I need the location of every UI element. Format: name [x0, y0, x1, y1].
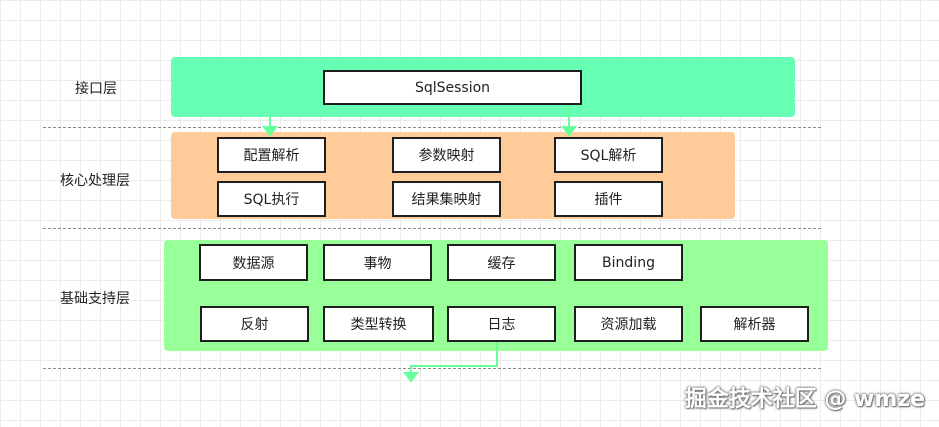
foundation-box-binding: Binding: [574, 244, 683, 281]
core-box-sql-parse: SQL解析: [554, 137, 663, 173]
core-box-sql-exec: SQL执行: [217, 181, 326, 217]
separator-line-2: [43, 228, 821, 229]
sqlsession-box: SqlSession: [323, 70, 582, 105]
watermark: 掘金技术社区 @ wmze: [684, 387, 925, 412]
core-box-param-mapping: 参数映射: [392, 137, 501, 173]
foundation-box-transaction: 事物: [323, 244, 432, 281]
foundation-layer-label: 基础支持层: [60, 291, 130, 307]
core-box-config-parse: 配置解析: [217, 137, 326, 173]
foundation-box-datasource: 数据源: [199, 244, 308, 281]
core-box-resultset-mapping: 结果集映射: [392, 181, 501, 217]
foundation-box-logging: 日志: [447, 306, 556, 342]
foundation-box-reflection: 反射: [200, 306, 309, 342]
foundation-box-type-conversion: 类型转换: [323, 306, 434, 342]
core-box-plugin: 插件: [554, 181, 663, 217]
core-layer-label: 核心处理层: [60, 173, 130, 189]
arrow-to-config-parse: [262, 117, 278, 137]
interface-layer-label: 接口层: [75, 81, 117, 97]
foundation-box-cache: 缓存: [447, 244, 556, 281]
separator-line-3: [43, 368, 821, 369]
separator-line-1: [43, 127, 821, 128]
foundation-box-resource-loading: 资源加载: [574, 306, 683, 342]
arrow-to-sql-parse: [561, 105, 577, 137]
foundation-box-parser: 解析器: [700, 306, 809, 342]
arrow-from-logging: [403, 342, 498, 383]
